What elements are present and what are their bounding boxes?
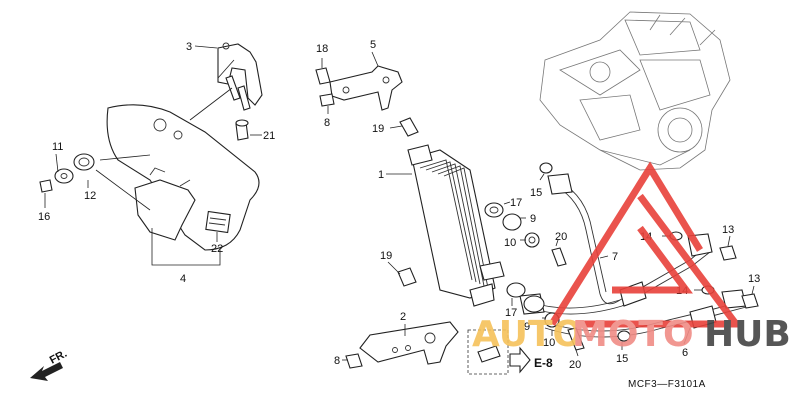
callout-10a: 10 — [504, 237, 516, 249]
oil-cooler — [386, 117, 505, 307]
callout-9b: 9 — [524, 321, 530, 333]
callout-15b: 15 — [616, 353, 628, 365]
callout-10b: 10 — [543, 337, 555, 349]
bolts-left — [225, 75, 251, 141]
callout-20a: 20 — [555, 231, 567, 243]
callout-16: 16 — [38, 211, 50, 223]
callout-8a: 8 — [324, 117, 330, 129]
callout-20b: 20 — [569, 359, 581, 371]
callout-21: 21 — [263, 130, 275, 142]
callout-11: 11 — [52, 141, 63, 153]
watermark-word-auto: AUTO — [472, 314, 583, 355]
diagram-code: MCF3—F3101A — [628, 379, 706, 390]
engine-outline — [539, 11, 731, 171]
watermark-word-moto: MOTO — [572, 314, 694, 355]
callout-7: 7 — [612, 251, 618, 263]
callout-13b: 13 — [748, 273, 760, 285]
callouts: 3 21 11 12 16 22 4 18 5 8 19 1 19 2 8 17… — [38, 39, 760, 390]
callout-12: 12 — [84, 190, 96, 202]
callout-19b: 19 — [380, 250, 392, 262]
callout-9a: 9 — [530, 213, 536, 225]
callout-5: 5 — [370, 39, 376, 51]
callout-22: 22 — [211, 243, 223, 255]
e8-ref-label: E-8 — [534, 356, 553, 370]
watermark: AUTO MOTO HUB — [472, 161, 791, 355]
heat-pad — [205, 210, 231, 234]
grommets-left — [39, 153, 95, 193]
callout-4: 4 — [180, 273, 186, 285]
leaders-left — [44, 45, 262, 266]
callout-19a: 19 — [372, 123, 384, 135]
callout-6: 6 — [682, 347, 688, 359]
stay-bracket — [315, 51, 403, 114]
callout-3: 3 — [186, 41, 192, 53]
callout-2: 2 — [400, 311, 406, 323]
callout-1: 1 — [378, 169, 384, 181]
callout-15a: 15 — [530, 187, 542, 199]
watermark-word-hub: HUB — [704, 314, 791, 355]
callout-13a: 13 — [722, 224, 734, 236]
callout-17b: 17 — [505, 307, 517, 319]
guard-bracket — [134, 167, 196, 241]
front-label: FR. — [48, 348, 69, 367]
upper-bracket — [217, 42, 263, 106]
callout-18: 18 — [316, 43, 328, 55]
callout-17a: 17 — [510, 197, 522, 209]
front-arrow-icon — [30, 362, 63, 381]
callout-8b: 8 — [334, 355, 340, 367]
e8-reference — [467, 329, 531, 375]
lower-bracket — [342, 321, 459, 369]
watermark-triangle-logo — [549, 161, 743, 328]
